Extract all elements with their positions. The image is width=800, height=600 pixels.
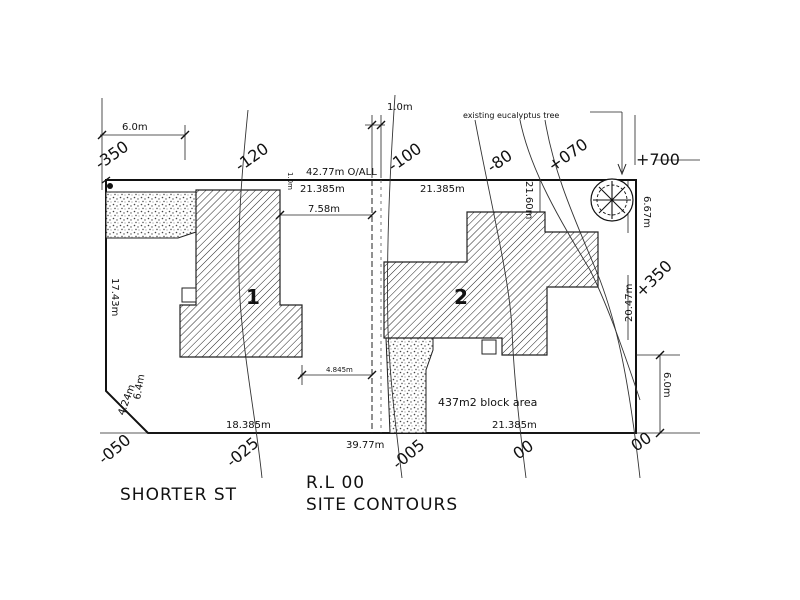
contour-label-top-2: -120 [231, 139, 272, 175]
lot-number-1: 1 [246, 285, 260, 309]
contour-label-top-1: -350 [91, 137, 132, 173]
contour-label-bottom-2: -025 [222, 433, 262, 471]
driveway-lot2 [385, 337, 434, 434]
dim-frontage-total: 39.77m [346, 440, 384, 451]
contour-line-100 [387, 94, 403, 479]
dim-chamfer-b: 6.4m [132, 373, 147, 400]
dim-top-small-gap: 1.0m [387, 102, 413, 113]
street-name: SHORTER ST [120, 485, 237, 505]
contour-lines [238, 94, 641, 479]
contour-label-bottom-4: 00 [509, 436, 537, 463]
lot-number-2: 2 [454, 285, 468, 309]
contour-label-top-5: +070 [544, 135, 591, 176]
dim-lot1-front: 18.385m [226, 420, 271, 431]
tree-pointer-arrow [617, 163, 627, 176]
dim-overall-frontage: 42.77m O/ALL [306, 167, 377, 178]
contour-line-070 [544, 119, 641, 479]
contour-line-secondary [519, 119, 641, 401]
dim-top-setback: 6.0m [122, 122, 148, 133]
dim-lot2-house-setback: 21.60m [523, 181, 534, 219]
contour-line-80 [474, 119, 527, 479]
dim-right-side: 20.47m [624, 284, 635, 322]
eucalyptus-tree-icon [590, 178, 634, 222]
block-area-label: 437m2 block area [438, 396, 537, 409]
contour-label-right: +350 [631, 256, 676, 301]
contour-line-120 [238, 109, 263, 479]
house-lot1 [179, 189, 303, 358]
contour-label-bottom-3: -005 [388, 435, 428, 473]
boundary-peg [107, 183, 113, 189]
dim-lot1-rear-setback: 1.0m [286, 172, 294, 190]
dim-lot2-rear: 21.385m [420, 184, 465, 195]
reduced-level-title: R.L 00 [306, 473, 365, 493]
contour-label-top-3: -100 [384, 139, 425, 175]
driveway-lot1 [105, 191, 197, 239]
contour-label-bottom-1: -050 [94, 430, 134, 468]
contour-label-top-6: +700 [636, 150, 680, 169]
dim-lot1-rear: 21.385m [300, 184, 345, 195]
contour-label-top-4: -80 [483, 146, 515, 177]
dim-driveway-width: 4.845m [326, 366, 353, 374]
dim-right-upper: 6.67m [641, 196, 652, 228]
tree-annotation: existing eucalyptus tree [463, 111, 559, 120]
dim-right-lower: 6.0m [661, 372, 672, 398]
dim-house-gap: 7.58m [308, 204, 340, 215]
site-contours-title: SITE CONTOURS [306, 495, 458, 515]
house-lot2-porch [481, 339, 497, 355]
house-lot1-porch [181, 287, 197, 303]
house-lot2 [383, 211, 599, 356]
dim-lot1-depth: 17.43m [109, 278, 120, 316]
dim-lot2-front: 21.385m [492, 420, 537, 431]
dimension-ticks [97, 120, 665, 438]
